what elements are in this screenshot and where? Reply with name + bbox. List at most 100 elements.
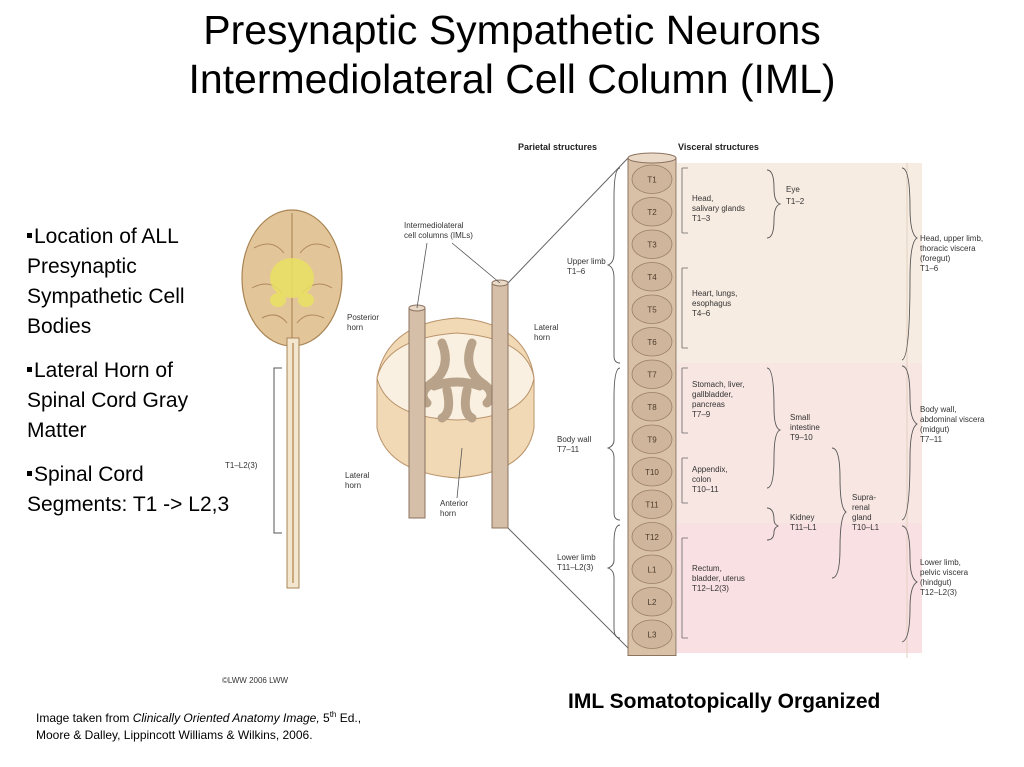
svg-text:T7–11: T7–11 (920, 435, 943, 444)
segment-t4 (631, 262, 673, 292)
segment-label: T5 (647, 305, 657, 314)
segment-label: T7 (647, 370, 657, 379)
svg-text:pancreas: pancreas (692, 400, 725, 409)
svg-text:pelvic viscera: pelvic viscera (920, 568, 969, 577)
svg-text:T12–L2(3): T12–L2(3) (920, 588, 957, 597)
suprarenal-label-1: Supra- (852, 493, 876, 502)
segment-t12 (631, 522, 673, 552)
anterior-horn-label-1: Anterior (440, 499, 468, 508)
credit-line-2: Moore & Dalley, Lippincott Williams & Wi… (36, 728, 313, 742)
small-intestine-range: T9–10 (790, 433, 813, 442)
segment-t10 (631, 457, 673, 487)
segment-label: L1 (648, 565, 657, 574)
segment-t6 (631, 327, 673, 357)
svg-text:Rectum,: Rectum, (692, 564, 722, 573)
segment-label: T8 (647, 403, 657, 412)
visceral-inner-labels: Head, salivary glands T1–3 Heart, lungs,… (692, 194, 817, 593)
lower-limb-range: T11–L2(3) (557, 563, 594, 572)
parietal-header: Parietal structures (518, 142, 597, 152)
svg-text:T1–3: T1–3 (692, 214, 711, 223)
upper-band (677, 163, 922, 363)
svg-text:salivary glands: salivary glands (692, 204, 745, 213)
lateral-horn-left-label-1: Lateral (345, 471, 370, 480)
segment-t9 (631, 424, 673, 454)
bullet-list: Location of ALL Presynaptic Sympathetic … (27, 222, 232, 534)
anterior-horn-label-2: horn (440, 509, 456, 518)
svg-text:(foregut): (foregut) (920, 254, 951, 263)
iml-label-2: cell columns (IMLs) (404, 231, 473, 240)
slide-title: Presynaptic Sympathetic Neurons Intermed… (0, 6, 1024, 104)
segment-label: T11 (645, 500, 659, 509)
segment-l1 (631, 554, 673, 584)
svg-text:abdominal viscera: abdominal viscera (920, 415, 985, 424)
posterior-horn-label-2: horn (347, 323, 363, 332)
svg-text:T7–9: T7–9 (692, 410, 711, 419)
segment-l2 (631, 587, 673, 617)
title-line-1: Presynaptic Sympathetic Neurons (203, 7, 821, 53)
bullet-item: Spinal Cord Segments: T1 -> L2,3 (27, 463, 230, 516)
small-intestine-label-2: intestine (790, 423, 820, 432)
svg-text:bladder, uterus: bladder, uterus (692, 574, 745, 583)
suprarenal-range: T10–L1 (852, 523, 880, 532)
suprarenal-label-3: gland (852, 513, 872, 522)
svg-text:thoracic viscera: thoracic viscera (920, 244, 976, 253)
segment-t3 (631, 229, 673, 259)
image-credit: Image taken from Clinically Oriented Ana… (36, 706, 456, 744)
segment-t8 (631, 392, 673, 422)
svg-text:T4–6: T4–6 (692, 309, 711, 318)
svg-text:Head,: Head, (692, 194, 713, 203)
segment-t7 (631, 359, 673, 389)
segment-t5 (631, 294, 673, 324)
middle-band (677, 363, 922, 523)
lower-limb-label: Lower limb (557, 553, 596, 562)
lateral-horn-left-label-2: horn (345, 481, 361, 490)
svg-text:T11–L1: T11–L1 (790, 523, 817, 532)
svg-text:Kidney: Kidney (790, 513, 814, 522)
svg-text:Stomach, liver,: Stomach, liver, (692, 380, 744, 389)
segment-l3 (631, 619, 673, 649)
segment-label: T2 (647, 208, 657, 217)
body-wall-range: T7–11 (557, 445, 580, 454)
segment-t1 (631, 164, 673, 194)
copyright-label: ©LWW 2006 LWW (222, 676, 289, 685)
eye-label: Eye (786, 185, 800, 194)
segment-label: T10 (645, 468, 659, 477)
credit-line-1: Image taken from Clinically Oriented Ana… (36, 710, 362, 725)
segment-t2 (631, 197, 673, 227)
figure-caption: IML Somatotopically Organized (568, 690, 881, 713)
segment-label: T12 (645, 533, 659, 542)
segment-column-cap (627, 152, 677, 164)
square-bullet-icon (27, 366, 32, 372)
anatomy-figure: Parietal structures Visceral structures … (222, 142, 985, 685)
small-intestine-label-1: Small (790, 413, 810, 422)
svg-text:T10–11: T10–11 (692, 485, 719, 494)
segment-t11 (631, 489, 673, 519)
square-bullet-icon (27, 232, 32, 238)
lateral-horn-label-2: horn (534, 333, 550, 342)
svg-text:T12–L2(3): T12–L2(3) (692, 584, 729, 593)
svg-text:(hindgut): (hindgut) (920, 578, 952, 587)
suprarenal-label-2: renal (852, 503, 870, 512)
svg-text:colon: colon (692, 475, 711, 484)
posterior-horn-label-1: Posterior (347, 313, 379, 322)
svg-text:Appendix,: Appendix, (692, 465, 728, 474)
upper-limb-label: Upper limb (567, 257, 606, 266)
t1-l2-label: T1–L2(3) (225, 461, 258, 470)
upper-limb-range: T1–6 (567, 267, 586, 276)
svg-text:Body wall,: Body wall, (920, 405, 956, 414)
visceral-header: Visceral structures (678, 142, 759, 152)
lateral-horn-label-1: Lateral (534, 323, 559, 332)
svg-text:Heart, lungs,: Heart, lungs, (692, 289, 737, 298)
visceral-outer-labels: Head, upper limb, thoracic viscera (fore… (920, 234, 985, 597)
svg-text:gallbladder,: gallbladder, (692, 390, 733, 399)
segment-label: T9 (647, 435, 657, 444)
svg-text:Lower limb,: Lower limb, (920, 558, 961, 567)
square-bullet-icon (27, 470, 32, 476)
title-line-2: Intermediolateral Cell Column (IML) (188, 56, 836, 102)
segment-label: T6 (647, 338, 657, 347)
cord-cross-section (376, 279, 535, 529)
svg-text:esophagus: esophagus (692, 299, 731, 308)
bullet-item: Lateral Horn of Spinal Cord Gray Matter (27, 359, 189, 442)
segment-label: T4 (647, 273, 657, 282)
